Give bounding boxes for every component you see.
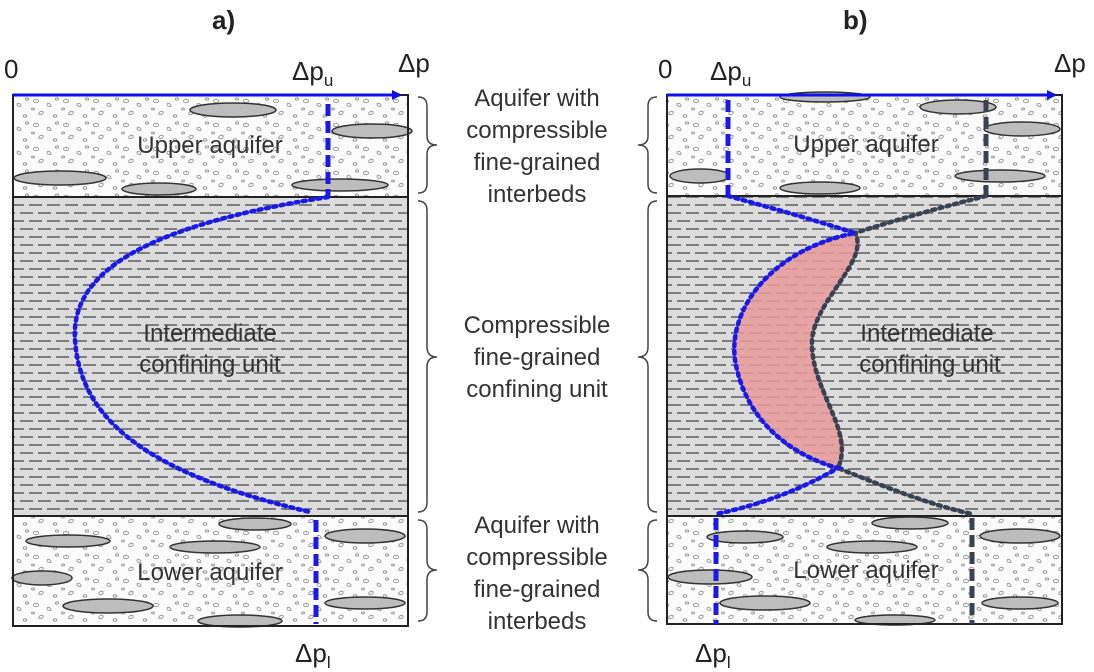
label-subscript: l (327, 653, 331, 672)
panel-a-upper-aquifer-label: Upper aquifer (137, 132, 282, 159)
interbed-lens (25, 534, 111, 548)
panel-a-title: a) (212, 5, 235, 35)
interbed-lens (169, 540, 261, 554)
panel-b-origin-label: 0 (658, 54, 672, 84)
left-brace-top (417, 96, 438, 194)
panel-b-lower-aquifer-label: Lower aquifer (793, 557, 938, 584)
side-label-bottom-line3: fine-grained (474, 576, 601, 603)
panel-a-lower-pressure-label: Δpl (295, 638, 331, 672)
interbed-lens (189, 102, 277, 118)
side-label-middle-line3: confining unit (466, 376, 608, 403)
panel-b-shaded-region (734, 233, 858, 468)
label-main: Δp (710, 56, 742, 86)
side-label-bottom-line1: Aquifer with (474, 512, 599, 539)
interbed-lens (218, 517, 292, 531)
panel-a-confining-label-line2: confining unit (139, 351, 281, 378)
side-label-top-line3: fine-grained (474, 149, 601, 176)
panel-b-pressure-profile-late (809, 193, 989, 517)
interbed-lens (121, 182, 197, 196)
left-brace-middle (417, 200, 438, 513)
panel-b-confining-label-line1: Intermediate (860, 320, 993, 347)
right-brace-top (637, 96, 658, 194)
interbed-lens (719, 595, 811, 611)
side-label-bottom-line4: interbeds (488, 608, 587, 635)
interbed-lens (871, 516, 949, 530)
interbed-lens (979, 528, 1061, 544)
interbed-lens (983, 121, 1061, 137)
interbed-lens (954, 169, 1046, 183)
label-subscript: l (727, 653, 731, 672)
label-subscript: u (324, 71, 333, 90)
panel-b-confining-label-line2: confining unit (859, 351, 1001, 378)
interbed-lens (826, 540, 918, 554)
panel-b: b) (658, 5, 1086, 672)
panel-a-upper-pressure-label: Δpu (292, 56, 333, 90)
panel-b-upper-aquifer-label: Upper aquifer (793, 131, 938, 158)
side-label-middle-line1: Compressible (464, 312, 611, 339)
panel-a-axis-label: Δp (398, 48, 430, 78)
interbed-lens (667, 569, 753, 585)
interbed-lens (779, 181, 861, 195)
interbed-lens (669, 168, 731, 184)
interbed-lens (981, 596, 1059, 610)
panel-b-upper-pressure-label: Δpu (710, 56, 751, 90)
interbed-lens (324, 596, 406, 610)
right-brace-bottom (637, 519, 658, 622)
side-label-top-line4: interbeds (488, 181, 587, 208)
side-label-top-line2: compressible (466, 117, 607, 144)
side-label-top-line1: Aquifer with (474, 85, 599, 112)
panel-a-upper-lenses (13, 102, 413, 196)
interbed-lens (13, 170, 107, 186)
side-label-bottom-line2: compressible (466, 544, 607, 571)
side-labels: Aquifer with compressible fine-grained i… (417, 85, 658, 635)
interbed-lens (331, 123, 413, 139)
interbed-lens (324, 528, 406, 544)
interbed-lens (62, 598, 154, 614)
panel-b-pressure-profile (713, 193, 864, 517)
left-brace-bottom (417, 519, 438, 622)
panel-b-confining-unit (667, 196, 1062, 516)
interbed-lens (11, 570, 73, 586)
interbed-lens (919, 99, 997, 115)
panel-b-upper-lenses (669, 91, 1061, 195)
interbed-lens (291, 178, 389, 192)
label-subscript: u (742, 71, 751, 90)
panel-b-lower-pressure-label: Δpl (695, 638, 731, 672)
panel-a-pressure-profile (72, 194, 331, 515)
label-main: Δp (295, 638, 327, 668)
panel-a: a) (4, 5, 430, 672)
panel-b-title: b) (843, 5, 868, 35)
panel-b-lower-lenses (667, 516, 1061, 626)
panel-b-axis-label: Δp (1054, 48, 1086, 78)
side-label-middle-line2: fine-grained (474, 344, 601, 371)
label-main: Δp (292, 56, 324, 86)
panel-a-confining-label-line1: Intermediate (143, 320, 276, 347)
interbed-lens (706, 530, 784, 544)
panel-a-origin-label: 0 (4, 54, 18, 84)
label-main: Δp (695, 638, 727, 668)
right-brace-middle (637, 200, 658, 513)
panel-a-lower-aquifer-label: Lower aquifer (137, 559, 282, 586)
